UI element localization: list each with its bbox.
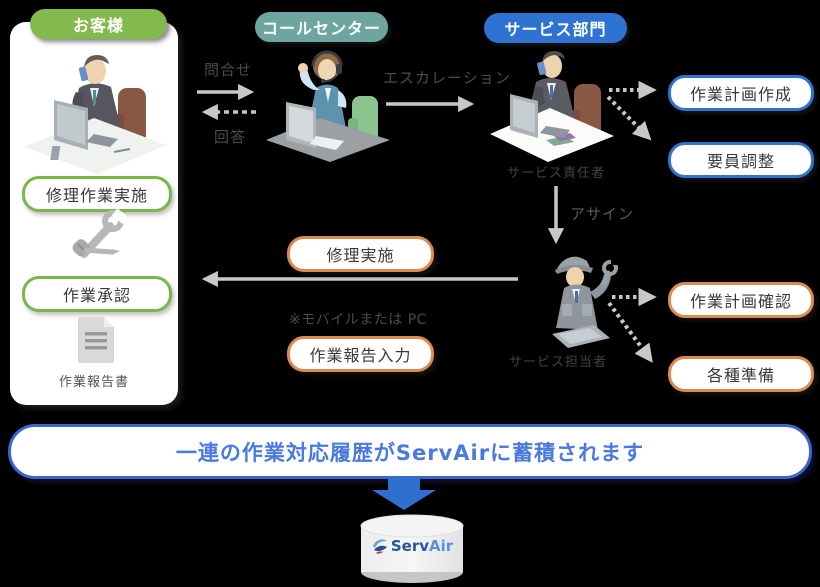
lane-call-center: コールセンター xyxy=(255,12,388,42)
staffing-label: 要員調整 xyxy=(706,152,775,171)
mobile-note-label: ※モバイルまたは PC xyxy=(289,312,427,328)
lane-call-center-label: コールセンター xyxy=(261,19,381,38)
plan-confirm-label: 作業計画確認 xyxy=(689,292,792,311)
service-staff-label: サービス担当者 xyxy=(508,355,607,370)
approval-label: 作業承認 xyxy=(62,286,131,305)
preparation-arrow xyxy=(607,301,653,363)
lane-service-dept-label: サービス部門 xyxy=(504,20,607,39)
servair-database-icon xyxy=(360,514,464,583)
staffing-arrow xyxy=(606,95,652,141)
lane-service-dept: サービス部門 xyxy=(484,13,627,43)
report-input-pill: 作業報告入力 xyxy=(287,336,434,372)
tools-icon xyxy=(72,208,126,258)
down-arrow-icon xyxy=(372,477,436,510)
customer-illustration-icon xyxy=(24,55,166,174)
answer-label: 回答 xyxy=(214,128,247,146)
preparation-label: 各種準備 xyxy=(706,366,775,385)
escalation-label: エスカレーション xyxy=(383,69,511,87)
plan-create-pill: 作業計画作成 xyxy=(668,75,814,111)
servair-logo: ServAir xyxy=(358,534,466,558)
inquiry-label: 問合せ xyxy=(204,61,253,79)
report-document-icon xyxy=(78,317,114,363)
report-doc-label: 作業報告書 xyxy=(58,375,129,390)
servair-logo-text: ServAir xyxy=(390,537,454,555)
staffing-pill: 要員調整 xyxy=(668,142,814,178)
approval-pill: 作業承認 xyxy=(22,276,172,312)
customer-panel: 修理作業実施 作業承認 作業報告書 xyxy=(10,22,178,405)
preparation-pill: 各種準備 xyxy=(668,356,814,392)
repair-work-label: 修理作業実施 xyxy=(45,186,148,205)
service-manager-illustration-icon xyxy=(490,51,614,162)
assign-label: アサイン xyxy=(570,205,635,223)
plan-confirm-pill: 作業計画確認 xyxy=(668,282,814,318)
lane-customer: お客様 xyxy=(30,9,167,39)
servair-banner-text: 一連の作業対応履歴がServAirに蓄積されます xyxy=(175,440,645,465)
servair-banner: 一連の作業対応履歴がServAirに蓄積されます xyxy=(8,424,812,479)
repair-exec-pill: 修理実施 xyxy=(287,236,434,272)
plan-create-label: 作業計画作成 xyxy=(689,85,792,104)
service-manager-label: サービス責任者 xyxy=(506,166,605,181)
lane-customer-label: お客様 xyxy=(72,16,124,35)
repair-exec-label: 修理実施 xyxy=(326,246,395,265)
service-staff-illustration-icon xyxy=(552,256,621,348)
call-center-illustration-icon xyxy=(266,50,390,162)
servair-swoosh-icon xyxy=(372,539,387,554)
repair-work-pill: 修理作業実施 xyxy=(22,176,172,212)
report-input-label: 作業報告入力 xyxy=(309,346,412,365)
